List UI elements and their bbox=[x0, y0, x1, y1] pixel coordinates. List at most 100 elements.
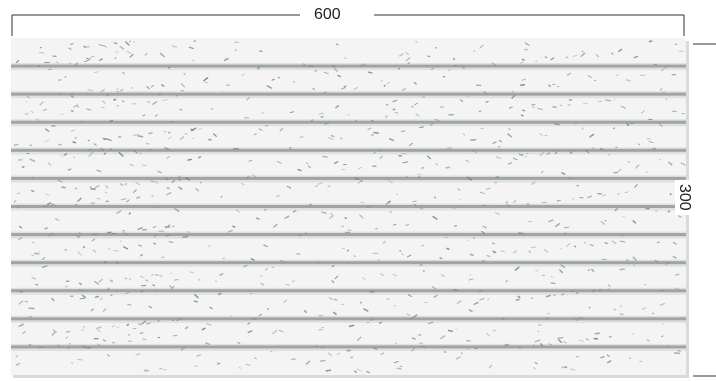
speckle bbox=[263, 208, 267, 211]
speckle bbox=[212, 133, 217, 137]
speckle bbox=[133, 189, 137, 193]
speckle bbox=[70, 129, 75, 132]
speckle bbox=[537, 107, 543, 111]
speckle bbox=[198, 156, 202, 159]
speckle bbox=[39, 101, 44, 106]
speckle bbox=[193, 40, 196, 43]
speckle bbox=[111, 325, 116, 328]
speckle bbox=[187, 158, 192, 161]
speckle bbox=[94, 295, 100, 298]
width-dimension-label: 600 bbox=[306, 6, 349, 24]
speckle bbox=[243, 264, 248, 268]
speckle bbox=[271, 78, 275, 81]
speckle bbox=[479, 289, 483, 293]
speckle bbox=[126, 50, 132, 54]
groove bbox=[11, 289, 686, 293]
speckle bbox=[205, 342, 210, 345]
speckle bbox=[665, 262, 670, 266]
speckle bbox=[154, 114, 158, 117]
speckle bbox=[632, 256, 637, 261]
speckle bbox=[81, 294, 87, 298]
speckle bbox=[570, 368, 575, 371]
speckle bbox=[604, 242, 608, 245]
speckle bbox=[359, 214, 364, 219]
speckle bbox=[324, 122, 330, 125]
speckle bbox=[185, 177, 190, 181]
speckle bbox=[505, 279, 508, 283]
speckle bbox=[602, 194, 606, 197]
speckle bbox=[506, 203, 511, 207]
speckle bbox=[456, 300, 462, 304]
speckle bbox=[447, 329, 454, 333]
speckle bbox=[385, 115, 388, 119]
speckle bbox=[635, 164, 640, 169]
speckle bbox=[343, 85, 347, 88]
speckle bbox=[44, 227, 48, 230]
speckle bbox=[550, 276, 554, 278]
speckle bbox=[18, 290, 23, 294]
speckle bbox=[135, 196, 141, 199]
speckle bbox=[333, 67, 339, 73]
speckle bbox=[103, 138, 107, 141]
speckle bbox=[659, 289, 666, 292]
speckle bbox=[415, 113, 420, 117]
speckle bbox=[248, 160, 253, 162]
speckle bbox=[668, 161, 673, 166]
speckle bbox=[360, 63, 366, 67]
speckle bbox=[559, 269, 563, 274]
speckle bbox=[116, 326, 120, 328]
speckle bbox=[348, 324, 355, 328]
speckle bbox=[470, 138, 477, 141]
speckle bbox=[162, 99, 168, 102]
speckle bbox=[146, 86, 150, 90]
speckle bbox=[518, 153, 524, 157]
speckle bbox=[201, 327, 206, 331]
speckle bbox=[289, 111, 294, 114]
speckle bbox=[218, 292, 222, 296]
speckle bbox=[560, 264, 566, 268]
speckle bbox=[148, 305, 153, 309]
speckle bbox=[337, 74, 342, 78]
speckle bbox=[472, 150, 477, 153]
speckle bbox=[45, 193, 50, 197]
speckle bbox=[587, 195, 593, 199]
speckle bbox=[379, 149, 382, 152]
speckle bbox=[331, 65, 336, 68]
speckle bbox=[107, 138, 112, 142]
speckle bbox=[170, 285, 175, 290]
speckle bbox=[107, 231, 112, 234]
speckle bbox=[528, 250, 532, 254]
speckle bbox=[380, 352, 385, 356]
speckle bbox=[600, 356, 605, 359]
speckle bbox=[227, 229, 233, 233]
speckle bbox=[253, 357, 258, 360]
speckle bbox=[667, 210, 671, 213]
speckle bbox=[446, 147, 452, 150]
speckle bbox=[94, 185, 100, 189]
speckle bbox=[455, 328, 458, 331]
speckle bbox=[591, 268, 595, 272]
speckle bbox=[373, 131, 380, 134]
speckle bbox=[146, 322, 151, 325]
speckle bbox=[479, 191, 485, 195]
speckle bbox=[639, 360, 643, 363]
speckle bbox=[78, 282, 82, 286]
speckle bbox=[588, 306, 591, 309]
speckle bbox=[276, 161, 282, 164]
speckle bbox=[119, 45, 125, 50]
speckle bbox=[31, 110, 34, 114]
speckle bbox=[87, 89, 93, 92]
speckle bbox=[328, 215, 333, 219]
speckle bbox=[353, 86, 358, 91]
speckle bbox=[373, 347, 378, 350]
speckle bbox=[122, 246, 129, 250]
speckle bbox=[325, 369, 332, 372]
speckle bbox=[44, 128, 50, 133]
speckle bbox=[332, 311, 337, 316]
speckle bbox=[595, 54, 600, 58]
speckle bbox=[126, 323, 130, 326]
speckle bbox=[455, 356, 461, 360]
speckle bbox=[580, 52, 586, 57]
groove bbox=[11, 148, 686, 152]
speckle bbox=[606, 354, 610, 357]
